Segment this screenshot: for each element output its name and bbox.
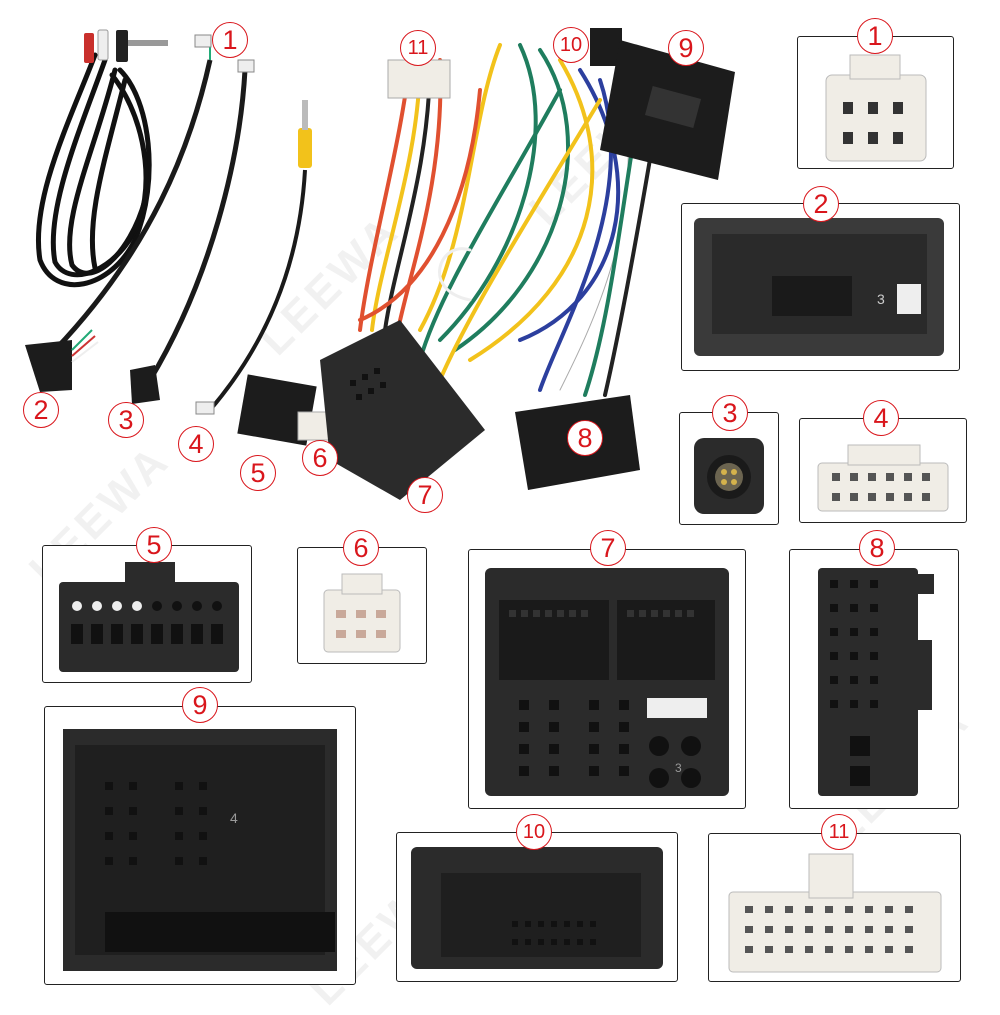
connector-8-image (818, 568, 934, 796)
photo-badge-2: 2 (23, 392, 59, 428)
small-white-plug-4 (195, 401, 215, 415)
connector-panel-1 (797, 36, 954, 169)
connector-11-image (728, 853, 942, 973)
panel-badge-4: 4 (863, 400, 899, 436)
panel-badge-8: 8 (859, 530, 895, 566)
molding-digit-7: 3 (675, 761, 682, 775)
connector-7-body (320, 320, 485, 500)
connector-panel-5 (42, 545, 252, 683)
connector-3-body (130, 365, 160, 404)
photo-badge-6: 6 (302, 440, 338, 476)
connector-panel-6 (297, 547, 427, 664)
panel-badge-7: 7 (590, 530, 626, 566)
connector-11-body (387, 59, 451, 99)
yellow-rca-plug (298, 128, 312, 168)
photo-badge-10: 10 (553, 27, 589, 63)
small-white-plug-1 (237, 59, 255, 73)
connector-panel-3 (679, 412, 779, 525)
connector-3-image (694, 438, 764, 514)
panel-badge-11: 11 (821, 814, 857, 850)
connector-5-body (237, 374, 317, 446)
panel-badge-6: 6 (343, 530, 379, 566)
photo-badge-5: 5 (240, 455, 276, 491)
photo-badge-1: 1 (212, 22, 248, 58)
connector-panel-10 (396, 832, 678, 982)
connector-1-image (825, 54, 927, 162)
connector-panel-2: 3 (681, 203, 960, 371)
panel-badge-3: 3 (712, 395, 748, 431)
connector-6-image (323, 573, 401, 653)
photo-badge-11: 11 (400, 30, 436, 66)
photo-badge-8: 8 (567, 420, 603, 456)
connector-5-image (59, 562, 239, 672)
panel-badge-9: 9 (182, 687, 218, 723)
connector-panel-8 (789, 549, 959, 809)
rca-cable (36, 52, 152, 288)
molding-digit-9: 4 (230, 810, 238, 826)
panel-badge-5: 5 (136, 527, 172, 563)
cable-2 (53, 59, 213, 352)
panel-badge-2: 2 (803, 186, 839, 222)
small-white-plug-2 (194, 34, 212, 48)
connector-7-image: 3 (485, 568, 729, 796)
panel-badge-10: 10 (516, 814, 552, 850)
jack-plug (116, 30, 128, 62)
connector-panel-9: 4 (44, 706, 356, 985)
rca-plug-white (97, 29, 109, 61)
connector-4-image (817, 444, 949, 512)
rca-plug-red (84, 33, 94, 63)
cable-3 (147, 69, 248, 382)
photo-badge-7: 7 (407, 477, 443, 513)
connector-2-image: 3 (694, 218, 944, 356)
molding-digit-2: 3 (877, 291, 885, 307)
connector-2-body (25, 340, 72, 392)
connector-9-image: 4 (63, 729, 337, 971)
photo-badge-9: 9 (668, 30, 704, 66)
photo-badge-4: 4 (178, 426, 214, 462)
connector-panel-7: 3 (468, 549, 746, 809)
connector-10-image (411, 847, 663, 969)
panel-badge-1: 1 (857, 18, 893, 54)
photo-badge-3: 3 (108, 402, 144, 438)
connector-panel-11 (708, 833, 961, 982)
cable-4 (208, 169, 307, 412)
